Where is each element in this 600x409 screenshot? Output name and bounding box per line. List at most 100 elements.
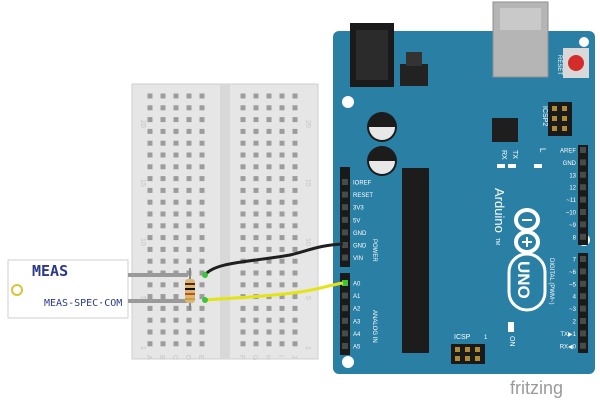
breadboard-hole [173,341,179,347]
breadboard-hole [199,329,205,335]
breadboard-hole [199,211,205,217]
breadboard-hole [147,93,153,99]
breadboard-hole [147,211,153,217]
breadboard-hole [186,223,192,229]
breadboard-hole [292,305,298,311]
breadboard-hole [173,329,179,335]
breadboard-hole [186,329,192,335]
breadboard-hole [160,93,166,99]
breadboard-hole [279,176,285,182]
breadboard-hole [199,176,205,182]
reset-button-cap[interactable] [568,55,584,71]
breadboard-hole [279,187,285,193]
breadboard-hole [160,199,166,205]
breadboard-hole [253,187,259,193]
digital-header-pin [580,184,586,191]
power-pin-label: RESET [353,193,373,199]
breadboard-hole [292,187,298,193]
icsp-pin [475,347,480,352]
breadboard-hole [240,341,246,347]
digital-header-pin [580,268,586,275]
breadboard-hole [292,176,298,182]
breadboard-hole [186,235,192,241]
breadboard-hole [279,258,285,264]
breadboard-hole [253,329,259,335]
power-pin-label: GND [353,231,367,237]
breadboard-hole [199,199,205,205]
power-pin-label: 5V [353,218,360,224]
analog-pin-label: A1 [353,294,361,300]
breadboard-hole [173,164,179,170]
rx-led [497,164,505,168]
breadboard-hole [199,140,205,146]
power-header-pin [342,191,348,198]
breadboard-hole [253,117,259,123]
breadboard-hole [173,294,179,300]
digital-pin-label: 7 [573,258,577,264]
analog-header-pin [342,280,348,286]
breadboard-hole [160,211,166,217]
breadboard-hole [253,152,259,158]
breadboard-hole [240,187,246,193]
breadboard-column-letter: H [264,355,271,360]
arduino-brand: Arduino [492,188,507,233]
breadboard-hole [186,93,192,99]
resistor-band-1 [185,283,195,285]
digital-header-pin [580,293,586,300]
breadboard-row-number: 1 [139,346,146,350]
analog-header-pin [342,292,348,299]
breadboard-hole [253,341,259,347]
icsp-pin [465,347,470,352]
breadboard-hole [147,294,153,300]
breadboard-hole [292,128,298,134]
logo-loop-right [514,230,540,254]
digital-pin-label: ~3 [569,307,577,313]
breadboard-hole [253,282,259,288]
digital-pin-label: ~11 [566,198,576,204]
breadboard-row-number: 10 [139,238,146,246]
breadboard-hole [199,93,205,99]
breadboard-hole [266,341,272,347]
breadboard-row-number: 5 [139,296,146,300]
breadboard-hole [147,199,153,205]
breadboard-hole [147,235,153,241]
breadboard-hole [292,258,298,264]
resistor-band-4 [185,298,195,300]
breadboard-hole [253,317,259,323]
breadboard-hole [199,246,205,252]
arduino-uno-board: RESET ICSP2 TX RX L Arduino TM UNO [333,1,595,374]
breadboard-hole [266,270,272,276]
breadboard-hole [253,211,259,217]
breadboard-hole [253,235,259,241]
icsp-pin [455,356,460,361]
atmega-chip [402,168,429,353]
rx-label: RX [500,150,507,160]
breadboard-hole [199,282,205,288]
digital-header-pin [580,305,586,312]
breadboard-hole [186,105,192,111]
breadboard-hole [240,246,246,252]
tx-led [508,164,516,168]
breadboard-hole [186,341,192,347]
analog-pin-label: A2 [353,307,361,313]
digital-header-pin [580,318,586,324]
digital-pin-label: 8 [573,235,577,241]
breadboard-hole [173,128,179,134]
digital-pin-label: 4 [573,295,577,301]
on-led [508,322,514,332]
analog-pin-label: A0 [353,282,361,288]
power-header-pin [342,229,348,236]
breadboard-hole [266,93,272,99]
breadboard-hole [253,223,259,229]
breadboard-hole [240,128,246,134]
mount-hole-2 [342,356,354,368]
arduino-pcb [333,31,595,374]
icsp-pin [455,347,460,352]
breadboard-hole [199,270,205,276]
breadboard-hole [160,282,166,288]
wires [202,242,344,303]
breadboard-hole [173,176,179,182]
digital-header-pin [580,342,586,349]
breadboard-hole [147,140,153,146]
on-label: ON [508,336,515,347]
